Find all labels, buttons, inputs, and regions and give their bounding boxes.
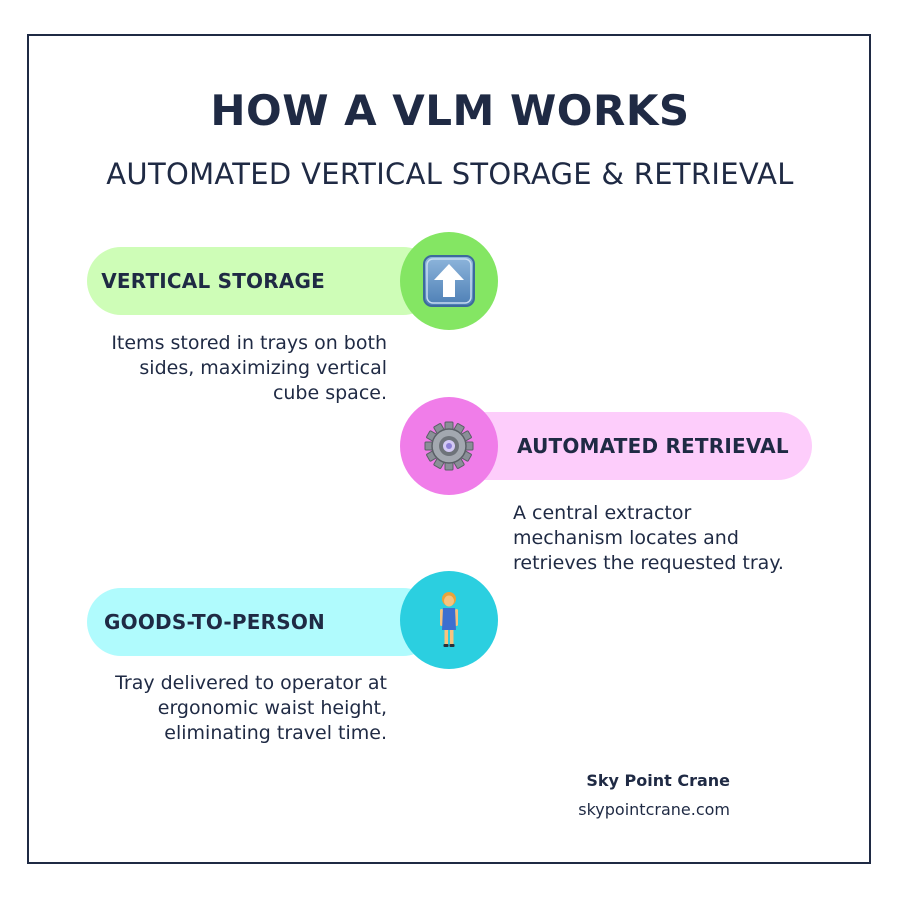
step-goods-to-person-pill: GOODS-TO-PERSON: [87, 588, 437, 656]
step-vertical-storage-circle: [400, 232, 498, 330]
gear-icon: [424, 421, 474, 471]
desc-line: mechanism locates and: [513, 527, 739, 549]
desc-line: retrieves the requested tray.: [513, 552, 784, 574]
person-icon: [440, 592, 458, 647]
desc-line: Tray delivered to operator at: [115, 672, 387, 694]
brand-name: Sky Point Crane: [586, 771, 730, 790]
desc-line: A central extractor: [513, 502, 692, 524]
desc-line: cube space.: [272, 382, 387, 404]
desc-line: eliminating travel time.: [164, 722, 387, 744]
step-label: AUTOMATED RETRIEVAL: [517, 434, 789, 458]
step-vertical-storage-desc: Items stored in trays on both sides, max…: [87, 331, 387, 406]
border-frame: [27, 34, 871, 864]
step-goods-to-person-circle: [400, 571, 498, 669]
step-automated-retrieval-circle: [400, 397, 498, 495]
page-subtitle: AUTOMATED VERTICAL STORAGE & RETRIEVAL: [106, 157, 794, 191]
brand-url[interactable]: skypointcrane.com: [578, 800, 730, 819]
desc-line: ergonomic waist height,: [157, 697, 387, 719]
step-label: GOODS-TO-PERSON: [104, 610, 325, 634]
step-goods-to-person-desc: Tray delivered to operator at ergonomic …: [87, 671, 387, 746]
step-automated-retrieval-desc: A central extractor mechanism locates an…: [513, 501, 813, 576]
step-label: VERTICAL STORAGE: [101, 269, 325, 293]
page-title: HOW A VLM WORKS: [210, 86, 690, 135]
desc-line: Items stored in trays on both: [111, 332, 387, 354]
desc-line: sides, maximizing vertical: [139, 357, 387, 379]
step-vertical-storage-pill: VERTICAL STORAGE: [87, 247, 437, 315]
up-arrow-icon: [423, 255, 475, 307]
